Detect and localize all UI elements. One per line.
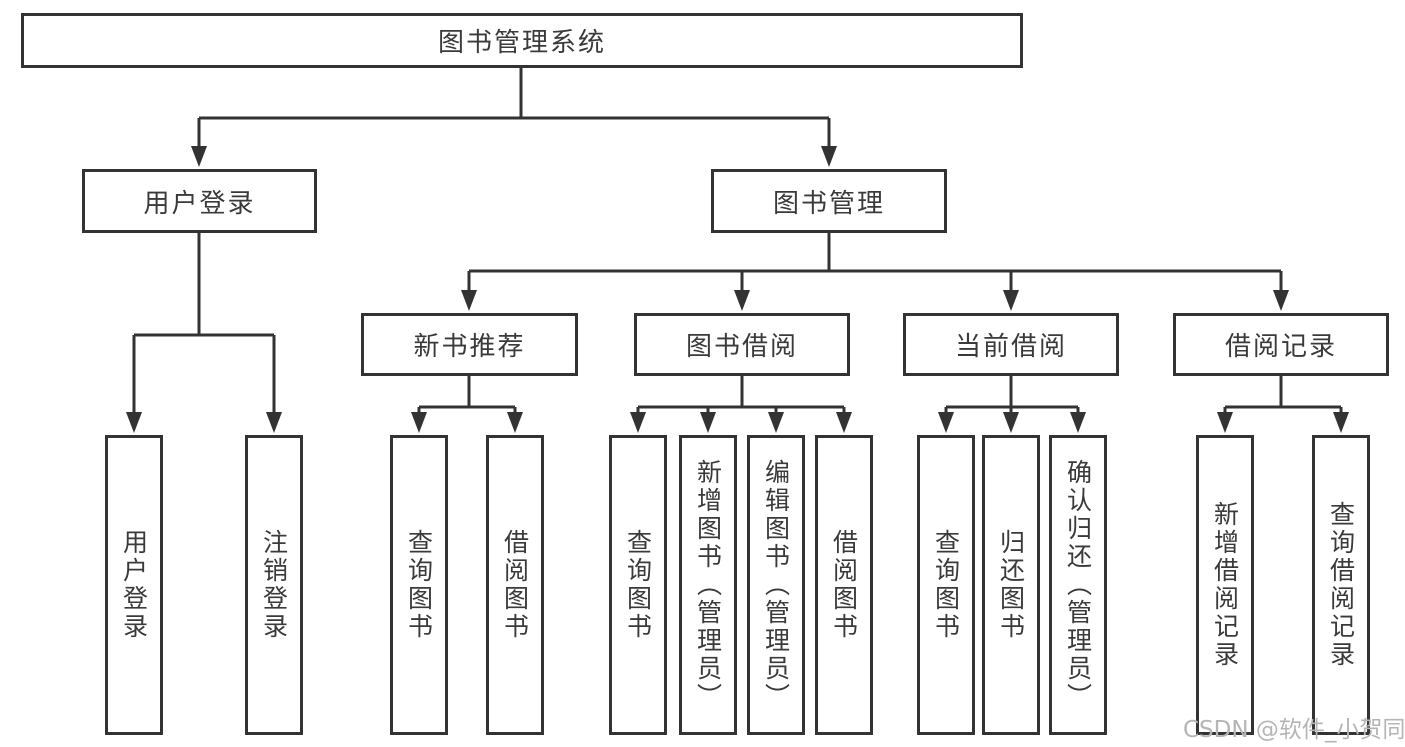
node-leaf-cb-return-books: 归还图书 xyxy=(982,435,1040,735)
node-leaf-bb-borrow-books: 借阅图书 xyxy=(815,435,873,735)
node-leaf-nbr-borrow-books: 借阅图书 xyxy=(486,435,544,735)
csdn-watermark: CSDN @软件_小贺同学 xyxy=(1183,717,1405,743)
edge-borrow-records-to-leaves xyxy=(1217,376,1349,433)
edge-root-to-level2 xyxy=(191,68,837,167)
node-leaf-user-login: 用户登录 xyxy=(105,435,163,735)
node-leaf-nbr-query-books: 查询图书 xyxy=(390,435,448,735)
node-leaf-cb-query-books: 查询图书 xyxy=(917,435,975,735)
node-leaf-logout: 注销登录 xyxy=(245,435,303,735)
node-library-management-system: 图书管理系统 xyxy=(21,13,1023,68)
node-new-book-recommend: 新书推荐 xyxy=(361,313,578,376)
edge-book-borrowing-to-leaves xyxy=(630,376,852,433)
node-leaf-bb-edit-book-admin: 编辑图书（管理员） xyxy=(747,435,805,735)
edge-user-login-to-leaves xyxy=(126,233,282,433)
node-leaf-br-add-record: 新增借阅记录 xyxy=(1196,435,1254,735)
node-leaf-bb-query-books: 查询图书 xyxy=(609,435,667,735)
node-user-login-branch: 用户登录 xyxy=(82,169,317,233)
node-leaf-br-query-record: 查询借阅记录 xyxy=(1312,435,1370,735)
edge-current-borrowing-to-leaves xyxy=(938,376,1086,433)
node-leaf-bb-add-book-admin: 新增图书（管理员） xyxy=(679,435,737,735)
node-book-borrowing: 图书借阅 xyxy=(634,313,850,376)
node-leaf-cb-confirm-return-admin: 确认归还（管理员） xyxy=(1049,435,1107,735)
node-current-borrowing: 当前借阅 xyxy=(903,313,1119,376)
edge-new-book-recommend-to-leaves xyxy=(411,376,523,433)
edge-book-mgmt-to-level3 xyxy=(461,233,1289,311)
node-borrowing-records: 借阅记录 xyxy=(1173,313,1389,376)
node-book-management-branch: 图书管理 xyxy=(711,169,947,233)
